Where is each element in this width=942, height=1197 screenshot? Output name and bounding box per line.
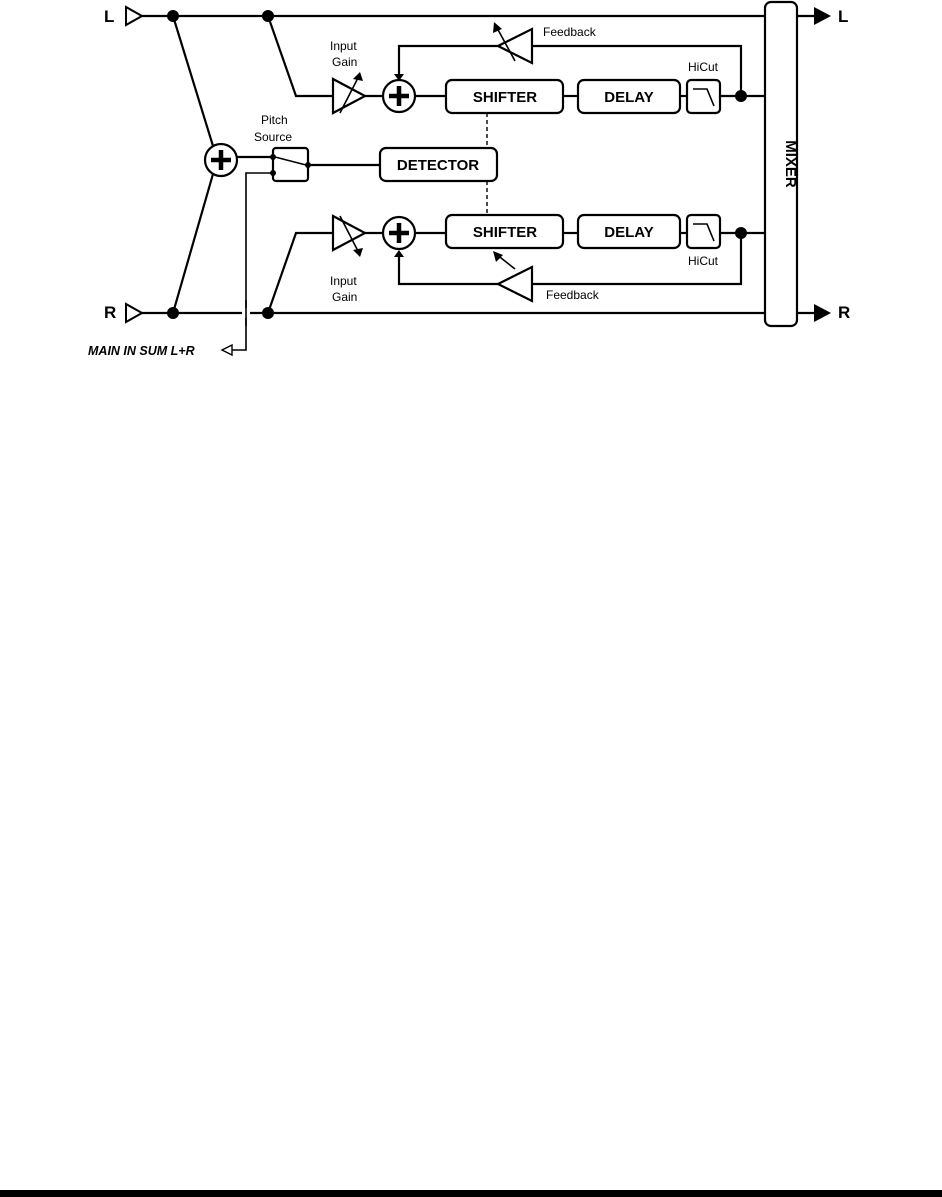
upper-feedback-return-wire (397, 44, 498, 75)
output-right-label: R (838, 303, 850, 322)
lower-feedback-wire (532, 233, 743, 286)
input-left-label: L (104, 7, 114, 26)
upper-feedback-wire (532, 44, 743, 96)
upper-delay-label: DELAY (604, 89, 653, 106)
lowpass-icon (693, 223, 715, 242)
lower-feedback-amp (495, 265, 534, 303)
detector-block (378, 146, 499, 183)
lower-feedback-arrowhead (493, 251, 503, 262)
upper-feedback-return-arrow (394, 74, 404, 81)
switch-lever (274, 156, 307, 166)
lower-feedback-return-arrow (394, 250, 404, 257)
upper-shifter-label: SHIFTER (473, 89, 537, 106)
page-bottom-rule (0, 1190, 942, 1197)
input-left-port (125, 5, 145, 27)
lower-gain-arrow (339, 215, 361, 256)
lower-delay-label: DELAY (604, 224, 653, 241)
input-right-port (125, 302, 145, 324)
upper-gain-arrow (339, 73, 361, 114)
pitch-source-label-line1: Pitch (261, 113, 288, 127)
lower-input-gain-label-line1: Input (330, 274, 357, 288)
upper-feedback-arrowhead (493, 22, 502, 33)
main-in-sum-label: MAIN IN SUM L+R (88, 344, 195, 358)
upper-input-gain-label-line1: Input (330, 39, 357, 53)
mixer-block (763, 0, 799, 328)
sum-wire-right (171, 173, 215, 314)
lower-tap-wire (266, 231, 333, 314)
upper-hicut-filter (685, 78, 722, 115)
lower-hicut-filter (685, 213, 722, 250)
pitch-source-label-line2: Source (254, 130, 292, 144)
switch-contact (270, 154, 276, 160)
output-left-label: L (838, 7, 848, 26)
lower-shifter-block (444, 213, 565, 250)
detector-label: DETECTOR (397, 157, 479, 174)
lower-delay-block (576, 213, 682, 250)
main-in-sum-port (220, 343, 233, 357)
upper-hicut-label: HiCut (688, 60, 719, 74)
upper-feedback-label: Feedback (543, 25, 597, 39)
output-left-arrow (814, 7, 831, 25)
upper-gain-arrowhead (353, 72, 363, 81)
lower-feedback-label: Feedback (546, 288, 600, 302)
input-right-label: R (104, 303, 116, 322)
lower-shifter-label: SHIFTER (473, 224, 537, 241)
lowpass-icon (693, 88, 715, 107)
plus-icon (389, 86, 409, 106)
mixer-label: MIXER (782, 140, 799, 188)
main-in-sum-wire (232, 172, 273, 351)
junction-dot (262, 10, 274, 22)
lower-gain-arrowhead (353, 248, 363, 257)
plus-icon (211, 150, 231, 170)
upper-feedback-amp (495, 27, 534, 65)
lower-feedback-return-wire (397, 256, 498, 286)
lower-hicut-label: HiCut (688, 254, 719, 268)
output-right-arrow (814, 304, 831, 322)
upper-input-gain-label-line2: Gain (332, 55, 357, 69)
lower-input-gain-label-line2: Gain (332, 290, 357, 304)
plus-icon (389, 223, 409, 243)
upper-feedback-arrow (495, 25, 516, 62)
signal-flow-diagram: L R L R Pitch Source MAIN IN SUM L+R DET… (88, 0, 850, 358)
upper-tap-wire (266, 15, 333, 98)
sum-wire-left (171, 15, 215, 147)
